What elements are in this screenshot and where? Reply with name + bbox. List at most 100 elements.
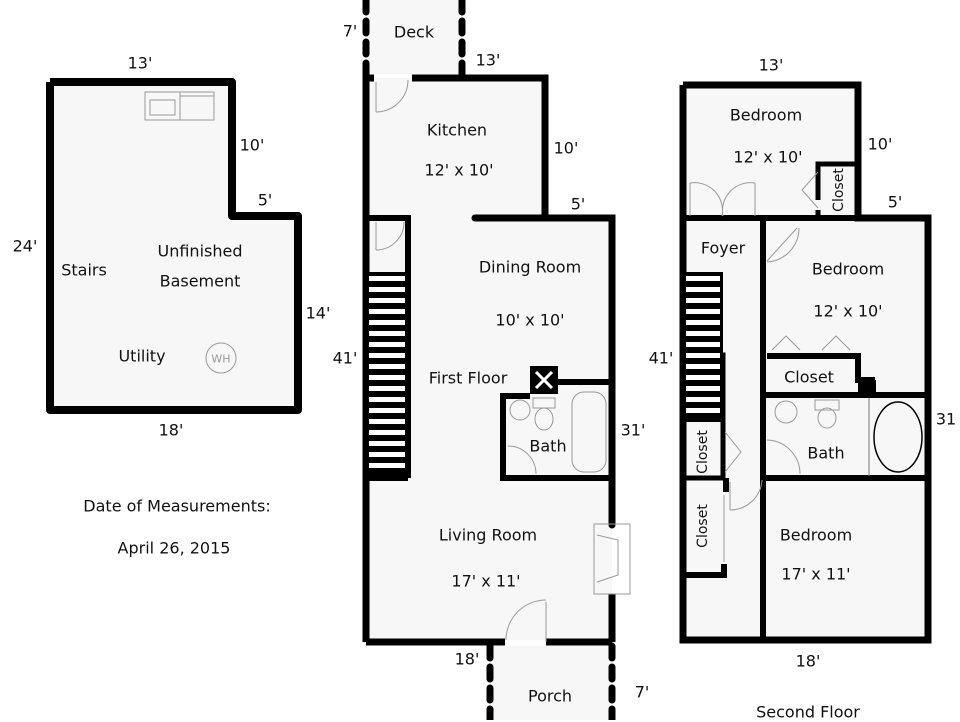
basement-utility-label: Utility (118, 346, 166, 366)
bedroom3-label: Bedroom (779, 525, 853, 545)
first-dim-right-lower: 31' (620, 420, 646, 440)
sink-icon (509, 399, 531, 421)
bathtub-icon (873, 401, 923, 473)
bath-walls (500, 393, 612, 481)
chimney-icon (534, 370, 554, 390)
stair-tread (686, 364, 720, 369)
bedroom2-label: Bedroom (811, 259, 885, 279)
closet3-label: Closet (695, 430, 711, 474)
basement-dim-right-lower: 14' (305, 303, 331, 323)
basement-unfinished-label: Unfinished (157, 241, 243, 261)
stair-tread (686, 276, 720, 281)
closet3-door-icon (724, 431, 742, 473)
stair-tread (369, 320, 405, 325)
first-dim-bottom: 18' (454, 649, 480, 669)
stair-tread (369, 430, 405, 435)
first-floor-title: First Floor (428, 368, 508, 388)
second-floor-walls (679, 81, 932, 644)
stair-tread (369, 364, 405, 369)
stair-tread (369, 441, 405, 446)
stair-tread (686, 408, 720, 413)
deck-dim: 7' (342, 21, 358, 41)
basement-basement-label: Basement (159, 271, 241, 291)
basement-stairs-label: Stairs (61, 260, 107, 280)
washer-dryer-icon (144, 91, 215, 121)
second-floor-plan (679, 81, 932, 644)
fireplace-icon (593, 523, 631, 595)
stair-tread (369, 408, 405, 413)
first-dim-top: 13' (475, 50, 501, 70)
deck-label: Deck (393, 22, 435, 42)
bath-fixtures (507, 391, 607, 475)
measurement-date: April 26, 2015 (117, 538, 231, 558)
stair-tread (369, 287, 405, 292)
water-heater-label: WH (211, 352, 231, 366)
water-heater-icon (205, 342, 237, 374)
stair-tread (369, 452, 405, 457)
closet1-label: Closet (831, 168, 847, 212)
stair-tread (369, 342, 405, 347)
closet1-wall (815, 161, 858, 200)
measurement-heading: Date of Measurements: (83, 496, 271, 516)
stair-tread (369, 375, 405, 380)
closet-door-icon (375, 221, 405, 251)
bath-door-icon (507, 445, 537, 475)
second-dim-top: 13' (758, 55, 784, 75)
stair-tread (686, 320, 720, 325)
first-dim-right-upper: 10' (553, 138, 579, 158)
bath2-label: Bath (807, 443, 845, 463)
stair-tread (686, 397, 720, 402)
stair-tread (686, 342, 720, 347)
closet4-wall (683, 564, 727, 578)
door-icon (766, 227, 800, 263)
double-door-icon (689, 182, 756, 217)
bedroom3-size: 17' x 11' (781, 564, 851, 584)
stair-tread (369, 298, 405, 303)
basement-dim-top: 13' (127, 53, 153, 73)
bedroom2-size: 12' x 10' (813, 301, 883, 321)
living-size: 17' x 11' (451, 571, 521, 591)
toilet-icon (534, 407, 554, 431)
door-icon (375, 79, 409, 113)
kitchen-label: Kitchen (426, 120, 488, 140)
stair-tread (686, 331, 720, 336)
stair-tread (369, 397, 405, 402)
toilet-tank-icon (814, 399, 840, 411)
kitchen-wall (412, 74, 549, 218)
dining-label: Dining Room (478, 257, 582, 277)
stair-tread (369, 309, 405, 314)
bathtub-icon (571, 391, 607, 473)
second-dim-right-lower: 31 (935, 409, 957, 429)
second-floor-title: Second Floor (756, 702, 860, 722)
porch-area (490, 646, 611, 720)
stair-tread (369, 353, 405, 358)
foyer-label: Foyer (700, 238, 746, 258)
closet4-label: Closet (695, 504, 711, 548)
bedroom1-label: Bedroom (729, 105, 803, 125)
second-dim-step: 5' (887, 192, 903, 212)
closet1-door-icon (801, 171, 819, 209)
basement-dim-step: 5' (257, 190, 273, 210)
basement-dim-right-upper: 10' (239, 135, 265, 155)
bedroom1-size: 12' x 10' (733, 147, 803, 167)
basement-plan (46, 78, 302, 414)
toilet-icon (817, 407, 837, 429)
stair-tread (686, 375, 720, 380)
door-icon (729, 479, 763, 511)
first-floor-plan (362, 0, 631, 720)
second-dim-left: 41' (648, 348, 674, 368)
porch-label: Porch (527, 686, 573, 706)
stairs-icon (366, 272, 408, 478)
second-dim-bottom: 18' (795, 651, 821, 671)
stair-tread (369, 419, 405, 424)
stair-tread (686, 353, 720, 358)
dining-wall (471, 214, 616, 529)
stair-tread (686, 386, 720, 391)
stair-tread (369, 331, 405, 336)
sink-icon (774, 400, 798, 424)
stair-tread (369, 463, 405, 468)
deck-area (366, 0, 462, 74)
stair-tread (369, 386, 405, 391)
basement-dim-left: 24' (12, 236, 38, 256)
basement-walls (46, 78, 302, 414)
